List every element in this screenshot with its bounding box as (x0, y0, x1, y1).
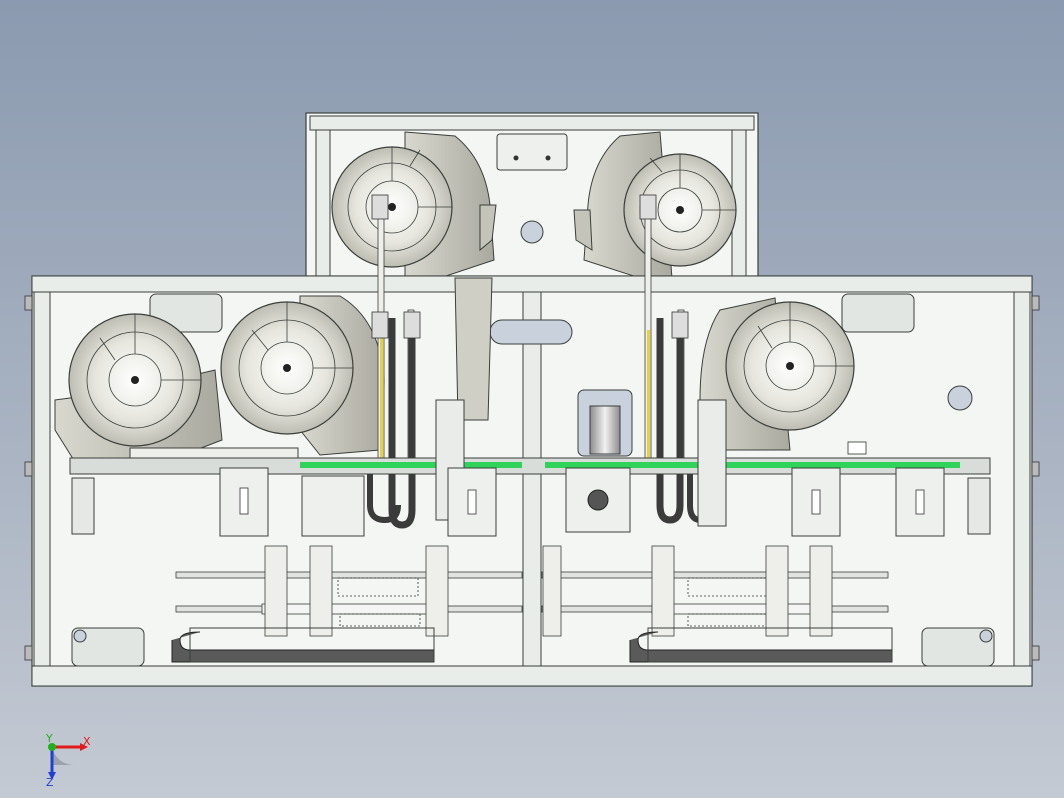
clamp-units (264, 545, 833, 637)
bowl-feeder-lower-left-1 (54, 313, 223, 471)
cable-chain-right (629, 627, 893, 663)
cable-chain-left (171, 627, 435, 663)
x-axis-label: X (83, 735, 91, 748)
vertical-rod-assembly-right (639, 194, 701, 524)
motor (577, 389, 633, 457)
bowl-feeder-upper-left (331, 131, 497, 279)
carriage-blocks (71, 399, 991, 537)
coordinate-triad: X Y Z (45, 732, 91, 789)
bowl-feeder-lower-left-2 (220, 295, 385, 456)
linear-rail (69, 441, 991, 475)
z-axis-label: Z (46, 776, 54, 789)
vertical-rod-assembly-left (367, 194, 421, 529)
y-axis-dot (48, 743, 56, 751)
y-axis-label: Y (45, 732, 53, 745)
